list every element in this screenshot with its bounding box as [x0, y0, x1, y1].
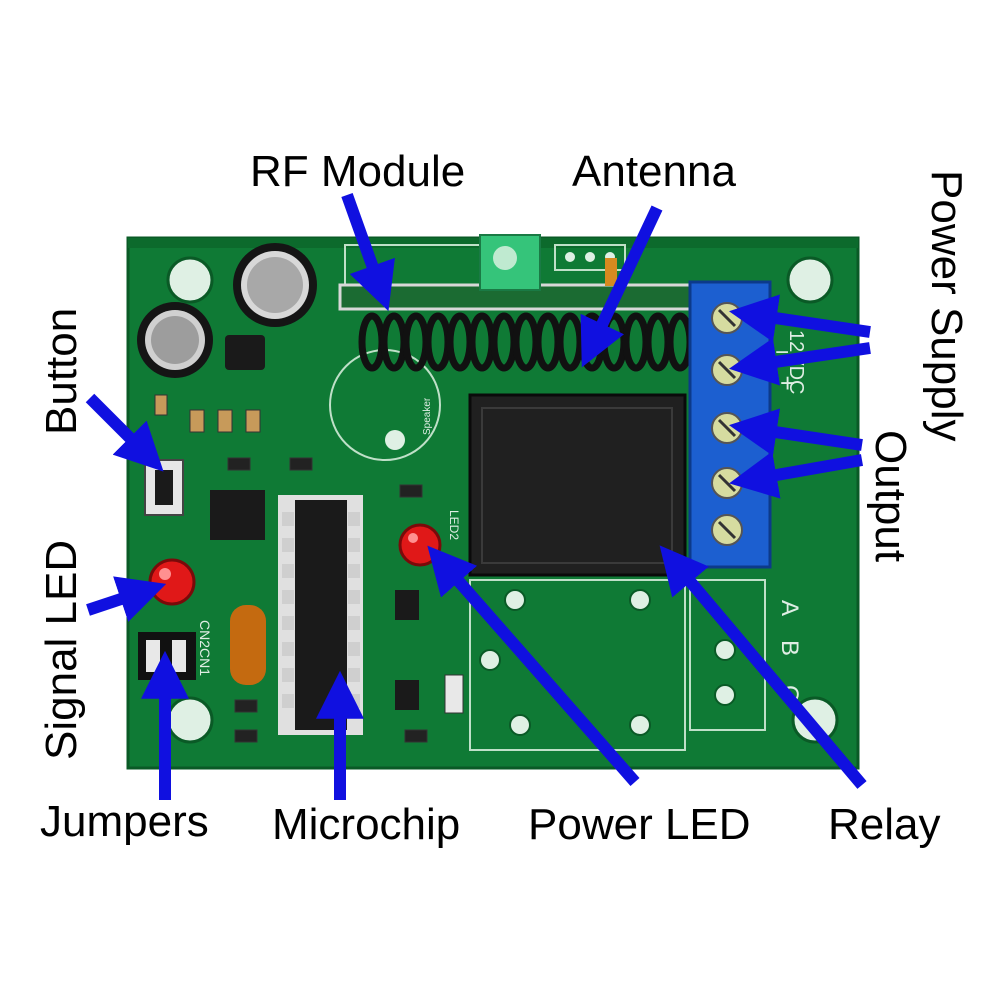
diode [444, 674, 464, 714]
transistor [395, 680, 419, 710]
marking-plus: + [780, 368, 795, 398]
electrolytic-capacitor [137, 302, 213, 378]
push-button [144, 459, 184, 516]
marking-jumper: CN2CN1 [197, 620, 213, 676]
label-antenna: Antenna [572, 147, 736, 196]
header-silkscreen [554, 244, 626, 271]
marking-led: LED2 [447, 510, 461, 540]
arrow-rf-module [341, 192, 395, 312]
speaker-marking: Speaker [422, 397, 433, 435]
label-rf-module: RF Module [250, 147, 466, 196]
relay [468, 393, 687, 577]
arrow-power-led [427, 545, 640, 786]
relay-pads [479, 589, 736, 736]
label-output: Output [866, 430, 915, 563]
arrow-output-1 [729, 408, 863, 456]
smd-components [154, 394, 428, 743]
label-relay: Relay [828, 800, 941, 849]
electrolytic-capacitor [233, 243, 317, 327]
transistor [225, 335, 265, 370]
arrow-power-supply-1 [729, 294, 871, 342]
rf-module [338, 234, 702, 311]
arrow-relay [659, 545, 867, 789]
microchip [278, 495, 363, 735]
arrow-power-supply-2 [729, 338, 871, 386]
transistor [395, 590, 419, 620]
mounting-hole [166, 696, 214, 744]
signal-led [148, 558, 196, 606]
header-pin [585, 252, 595, 262]
marking-b: B [776, 640, 803, 656]
arrow-output-2 [729, 451, 864, 499]
label-signal-led: Signal LED [37, 539, 86, 760]
marking-a: A [776, 600, 803, 616]
label-button: Button [37, 307, 86, 435]
speaker-hole [385, 430, 405, 450]
mounting-hole [786, 256, 834, 304]
arrow-antenna [580, 205, 663, 368]
small-ic [210, 490, 265, 540]
arrow-signal-led [86, 576, 167, 622]
label-power-supply: Power Supply [922, 170, 971, 442]
callout-arrows [85, 192, 871, 800]
relay-silkscreen [469, 579, 686, 751]
header-pin [565, 252, 575, 262]
arrow-button [85, 393, 164, 472]
label-jumpers: Jumpers [40, 797, 209, 846]
label-microchip: Microchip [272, 800, 461, 849]
relay-silkscreen [689, 579, 766, 731]
label-power-led: Power LED [528, 800, 751, 849]
mounting-hole [166, 256, 214, 304]
power-led [398, 523, 442, 567]
ceramic-capacitor [230, 605, 266, 685]
